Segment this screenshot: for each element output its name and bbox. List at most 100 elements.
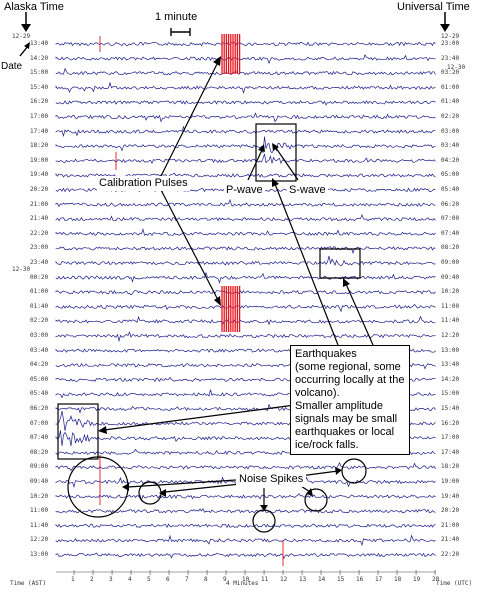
- footer-right: Time (UTC): [436, 580, 473, 587]
- time-label: 03:00: [441, 127, 460, 135]
- time-label: 11:40: [30, 521, 49, 529]
- time-label: 14:20: [30, 54, 49, 62]
- time-label: 20:20: [441, 507, 460, 515]
- x-tick-label: 13: [299, 576, 307, 583]
- time-label: 21:40: [30, 215, 49, 223]
- date-label: Date: [1, 61, 23, 72]
- noise-circle-3: [252, 509, 276, 533]
- time-label: 08:20: [441, 244, 460, 252]
- x-tick-label: 17: [375, 576, 383, 583]
- eq-line-7: earthquakes or local: [295, 426, 395, 438]
- time-label: 23:00: [441, 40, 460, 47]
- footer-left: Time (AST): [10, 580, 47, 587]
- x-tick-label: 14: [318, 576, 326, 583]
- s-wave-label: S-wave: [287, 183, 328, 198]
- noise-circle-1: [67, 456, 129, 518]
- alaska-time-label: Alaska Time: [4, 1, 64, 13]
- seismic-trace-line: [55, 213, 436, 222]
- time-label: 21:40: [441, 536, 460, 544]
- time-label: 03:40: [441, 142, 460, 150]
- time-label: 22:20: [30, 229, 49, 237]
- time-label: 05:40: [30, 390, 49, 398]
- time-label: 19:00: [30, 156, 49, 164]
- x-tick-label: 6: [166, 576, 170, 583]
- x-tick-label: 5: [147, 576, 151, 583]
- x-tick-label: 18: [394, 576, 402, 583]
- time-label: 07:00: [441, 215, 460, 223]
- time-label: 15:00: [30, 69, 49, 77]
- time-label: 07:40: [441, 229, 460, 237]
- time-label: 01:00: [441, 83, 460, 91]
- seismic-trace-line: [55, 246, 436, 255]
- time-label: 10:20: [441, 288, 460, 296]
- time-label: 12:20: [441, 332, 460, 339]
- time-label: 00:20: [30, 273, 49, 281]
- time-label: 09:40: [30, 478, 49, 485]
- time-label: 13:40: [30, 40, 49, 47]
- x-tick-label: 4: [128, 576, 132, 583]
- time-label: 10:20: [30, 492, 49, 500]
- time-label: 13:00: [441, 346, 460, 354]
- time-label: 01:40: [30, 302, 49, 310]
- time-label: 17:00: [30, 113, 49, 120]
- footer-center: 4 Minutes: [226, 580, 259, 587]
- noise-circle-4: [304, 488, 328, 512]
- date-left-top: 12-29: [12, 33, 31, 40]
- seismic-trace-line: [55, 290, 436, 296]
- time-label: 02:20: [30, 317, 49, 325]
- seismic-trace-line: [55, 552, 436, 560]
- time-label: 23:40: [441, 54, 460, 62]
- eq-box-low: [57, 403, 99, 460]
- time-label: 19:00: [441, 478, 460, 485]
- eq-line-6: signals may be small: [295, 413, 398, 425]
- calibration-label: Calibration Pulses: [97, 176, 190, 191]
- eq-line-5: Smaller amplitude: [295, 400, 384, 412]
- eq-line-3: occurring locally at the: [295, 374, 405, 386]
- time-label: 17:40: [30, 127, 49, 135]
- universal-time-label: Universal Time: [397, 1, 470, 13]
- time-label: 15:00: [441, 390, 460, 398]
- time-label: 16:20: [441, 419, 460, 427]
- time-label: 21:00: [30, 200, 49, 208]
- time-label: 06:20: [441, 200, 460, 208]
- p-wave-label: P-wave: [224, 183, 265, 198]
- x-tick-label: 16: [356, 576, 364, 583]
- time-label: 11:40: [441, 317, 460, 325]
- seismic-trace-line: [55, 271, 436, 284]
- seismic-trace-line: [55, 112, 436, 123]
- time-label: 19:40: [30, 171, 49, 179]
- time-label: 15:40: [30, 83, 49, 91]
- time-label: 18:20: [30, 142, 49, 150]
- time-label: 02:20: [441, 113, 460, 120]
- seismic-trace-line: [55, 198, 436, 208]
- time-label: 03:20: [441, 69, 460, 77]
- time-label: 23:00: [30, 244, 49, 252]
- time-label: 08:20: [30, 448, 49, 456]
- time-label: 09:00: [441, 259, 460, 266]
- x-axis-ticks: [56, 570, 436, 575]
- time-label: 14:20: [441, 375, 460, 383]
- time-label: 05:40: [441, 186, 460, 193]
- earthquakes-description: Earthquakes (some regional, some occurri…: [290, 345, 410, 455]
- time-label: 07:40: [30, 434, 49, 442]
- seismic-trace-line: [55, 81, 436, 94]
- date-right-top: 12-29: [441, 33, 460, 40]
- seismic-trace-line: [55, 153, 436, 165]
- seismic-trace-line: [55, 136, 436, 154]
- x-tick-label: 7: [185, 576, 189, 583]
- x-tick-label: 9: [223, 576, 227, 583]
- seismic-trace-line: [55, 331, 436, 343]
- seismic-trace-line: [55, 255, 436, 266]
- eq-line-4: volcano).: [295, 387, 340, 399]
- seismic-trace-line: [55, 507, 436, 514]
- x-tick-label: 10: [242, 576, 250, 583]
- time-label: 15:40: [441, 405, 460, 412]
- time-label: 09:40: [441, 273, 460, 281]
- seismic-trace-line: [55, 461, 436, 472]
- annotation-shapes: [19, 12, 450, 533]
- time-label: 09:00: [30, 463, 49, 471]
- time-label: 07:00: [30, 419, 49, 427]
- seismic-trace-line: [55, 315, 436, 326]
- seismic-trace-line: [55, 303, 436, 313]
